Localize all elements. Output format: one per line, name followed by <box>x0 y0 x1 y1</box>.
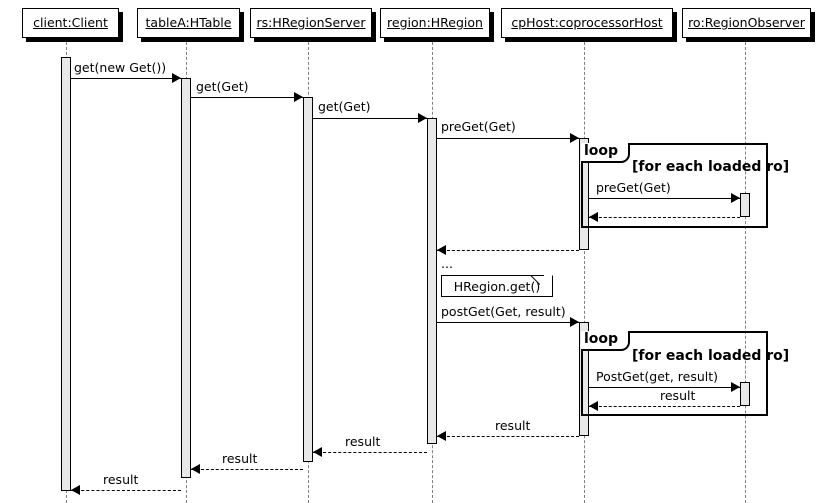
message-label-m1: get(new Get()) <box>74 60 167 75</box>
message-line-m9 <box>589 387 740 388</box>
message-arrowhead-m14 <box>71 485 80 495</box>
message-label-m11: result <box>495 418 531 433</box>
message-line-m8 <box>437 322 579 323</box>
message-arrowhead-m5 <box>731 193 740 203</box>
fragment-guard-label: [for each loaded ro] <box>632 348 790 364</box>
message-line-m2 <box>191 97 303 98</box>
participant-label-tableA: tableA:HTable <box>145 14 232 30</box>
message-arrowhead-m1 <box>172 73 181 83</box>
message-line-m7 <box>437 250 579 251</box>
participant-rs[interactable]: rs:HRegionServer <box>250 8 372 38</box>
message-line-m12 <box>313 452 427 453</box>
message-label-m12: result <box>345 434 381 449</box>
message-arrowhead-m12 <box>313 447 322 457</box>
activation-bar-ro <box>740 382 750 406</box>
free-text-ellipsis: ... <box>441 256 453 271</box>
message-arrowhead-m8 <box>570 317 579 327</box>
activation-bar-rs <box>303 97 313 462</box>
message-arrowhead-m3 <box>418 113 427 123</box>
message-arrowhead-m9 <box>731 382 740 392</box>
note-note-hregion-get: HRegion.get() <box>441 275 553 297</box>
message-arrowhead-m11 <box>437 431 446 441</box>
message-line-m4 <box>437 138 579 139</box>
message-label-m13: result <box>222 451 258 466</box>
note-fold-line <box>530 275 541 285</box>
message-label-m5: preGet(Get) <box>596 180 671 195</box>
lifeline-ro <box>745 42 746 503</box>
participant-label-rs: rs:HRegionServer <box>256 14 366 30</box>
participant-cpHost[interactable]: cpHost:coprocessorHost <box>501 8 673 38</box>
note-fold-corner-icon <box>544 275 553 284</box>
activation-bar-tableA <box>181 78 191 478</box>
activation-bar-client <box>61 57 71 491</box>
participant-label-cpHost: cpHost:coprocessorHost <box>511 14 663 30</box>
fragment-guard-label: [for each loaded ro] <box>632 159 790 175</box>
participant-label-client: client:Client <box>33 14 108 30</box>
message-label-m14: result <box>103 472 139 487</box>
message-label-m10: result <box>660 388 696 403</box>
message-line-m1 <box>71 78 181 79</box>
message-line-m14 <box>71 490 181 491</box>
participant-region[interactable]: region:HRegion <box>380 8 490 38</box>
activation-bar-region <box>427 118 437 444</box>
message-line-m6 <box>589 217 740 218</box>
message-line-m3 <box>313 118 427 119</box>
fragment-loop <box>581 331 768 416</box>
lifeline-cpHost <box>584 42 585 503</box>
activation-bar-cpHost <box>579 322 589 436</box>
message-label-m8: postGet(Get, result) <box>441 304 566 319</box>
message-arrowhead-m7 <box>437 245 446 255</box>
message-line-m10 <box>589 406 740 407</box>
message-label-m9: PostGet(get, result) <box>596 369 719 384</box>
fragment-operator-label: loop <box>581 143 631 163</box>
activation-bar-ro <box>740 193 750 217</box>
message-label-m2: get(Get) <box>196 79 249 94</box>
message-line-m5 <box>589 198 740 199</box>
message-arrowhead-m4 <box>570 133 579 143</box>
message-arrowhead-m13 <box>191 464 200 474</box>
participant-client[interactable]: client:Client <box>22 8 119 38</box>
activation-bar-cpHost <box>579 138 589 250</box>
participant-tableA[interactable]: tableA:HTable <box>137 8 240 38</box>
message-line-m13 <box>191 469 303 470</box>
message-label-m3: get(Get) <box>318 99 371 114</box>
message-arrowhead-m6 <box>589 212 598 222</box>
message-line-m11 <box>437 436 579 437</box>
fragment-operator-label: loop <box>581 331 631 351</box>
message-arrowhead-m10 <box>589 401 598 411</box>
message-label-m4: preGet(Get) <box>441 119 516 134</box>
participant-label-region: region:HRegion <box>387 14 483 30</box>
fragment-loop <box>581 143 768 228</box>
message-arrowhead-m2 <box>294 92 303 102</box>
participant-label-ro: ro:RegionObserver <box>688 14 805 30</box>
participant-ro[interactable]: ro:RegionObserver <box>682 8 811 38</box>
